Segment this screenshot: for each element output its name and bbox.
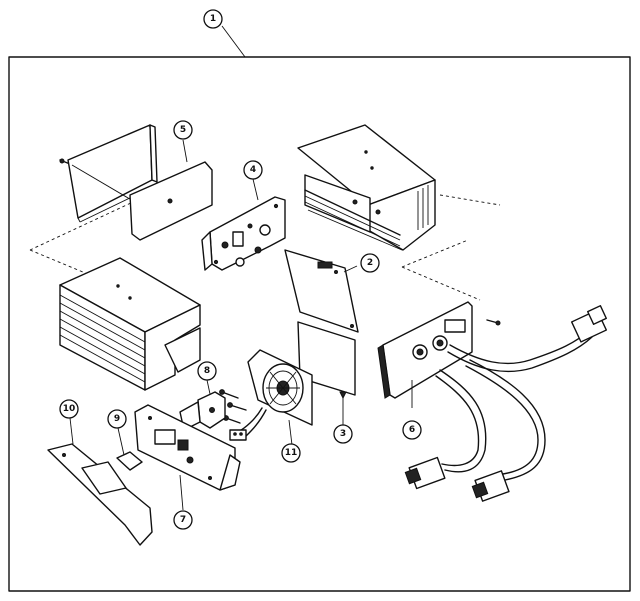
callout-5: 5 (173, 120, 193, 140)
callout-7-label: 7 (180, 515, 186, 525)
part-8-small-bracket (179, 379, 226, 431)
heatsink-top-right (297, 124, 436, 251)
callout-1: 1 (203, 9, 223, 29)
callout-4: 4 (243, 160, 263, 180)
callout-6-label: 6 (409, 425, 415, 435)
callout-1-label: 1 (210, 14, 216, 24)
cable-middle (404, 369, 487, 490)
callout-3: 3 (333, 424, 353, 444)
part-11-fan (229, 349, 313, 446)
screw-right (486, 319, 501, 326)
assembly-frame (8, 56, 631, 592)
callout-8: 8 (197, 361, 217, 381)
part-10-cover-plate (47, 417, 153, 546)
part-9-label (116, 427, 143, 471)
part-6-connector-panel (377, 301, 473, 408)
part-2-circuit-board (284, 249, 359, 333)
callout-11: 11 (281, 443, 301, 463)
callout-4-label: 4 (250, 165, 256, 175)
callout-8-label: 8 (204, 366, 210, 376)
callout-2: 2 (360, 253, 380, 273)
callout-7: 7 (173, 510, 193, 530)
mounting-plate-left (67, 124, 158, 223)
callout-3-label: 3 (340, 429, 346, 439)
part-7-front-panel (134, 404, 241, 511)
leader-1 (221, 25, 246, 58)
callout-9: 9 (107, 409, 127, 429)
part-4-bracket (201, 178, 286, 271)
callout-11-label: 11 (285, 448, 298, 458)
guide-lines (29, 194, 501, 301)
heatsink-left (59, 257, 201, 391)
callout-5-label: 5 (180, 125, 186, 135)
cable-upper (447, 304, 608, 373)
cable-lower (465, 359, 546, 502)
callout-6: 6 (402, 420, 422, 440)
callout-10-label: 10 (63, 404, 76, 414)
part-5-pad (129, 139, 213, 241)
callout-2-label: 2 (367, 258, 373, 268)
callout-9-label: 9 (114, 414, 120, 424)
callout-10: 10 (59, 399, 79, 419)
